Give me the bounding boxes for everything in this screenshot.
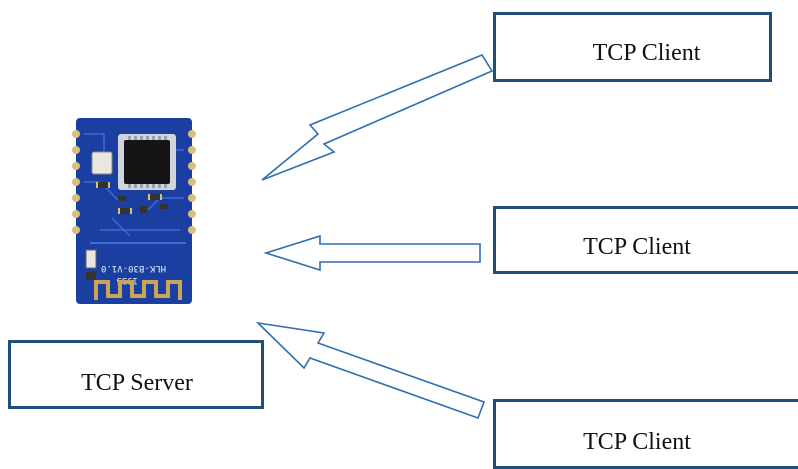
- tcp-client-box-1: TCP Client: [493, 12, 772, 82]
- wifi-module-image: HLK-B30-V1.0 1935: [72, 118, 196, 304]
- antenna-trace: [94, 280, 182, 300]
- tcp-client-label-1: TCP Client: [592, 40, 701, 66]
- arrow-client-1-to-module: [261, 54, 494, 181]
- arrow-client-3-to-module: [255, 321, 486, 420]
- tcp-client-box-3: TCP Client: [493, 399, 798, 469]
- tcp-client-label-3: TCP Client: [583, 429, 691, 455]
- tcp-server-box: TCP Server: [8, 340, 264, 409]
- tcp-server-label: TCP Server: [81, 370, 193, 396]
- tcp-client-label-2: TCP Client: [583, 234, 691, 260]
- tcp-client-box-2: TCP Client: [493, 206, 798, 274]
- module-silkscreen: HLK-B30-V1.0: [101, 263, 166, 273]
- main-chip: [118, 134, 176, 190]
- arrow-client-2-to-module: [263, 234, 481, 272]
